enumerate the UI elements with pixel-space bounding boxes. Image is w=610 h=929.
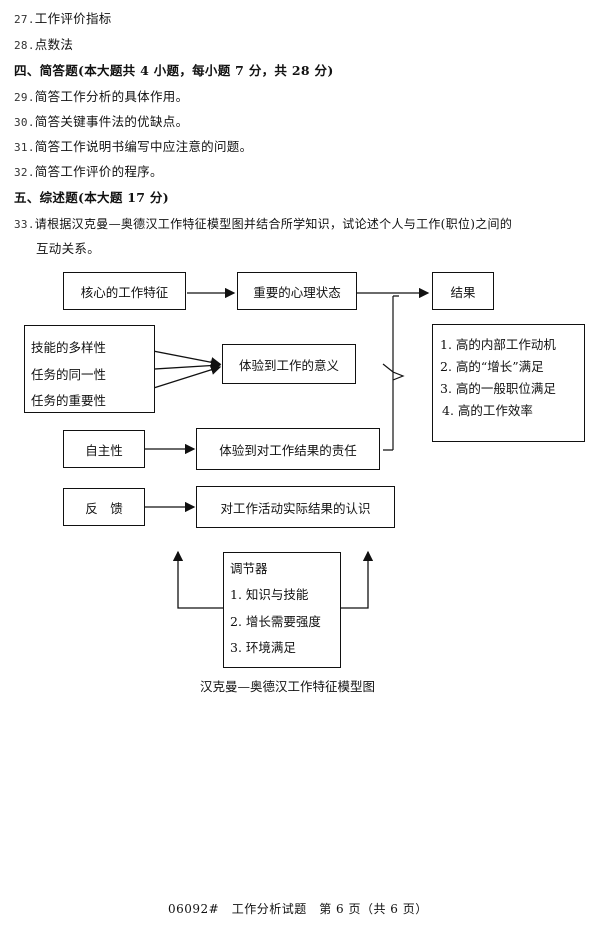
- section-5-heading: 五、综述题(本大题 17 分): [14, 190, 169, 205]
- responsibility-box: 体验到对工作结果的责任: [196, 428, 380, 470]
- results-list-box: 1. 高的内部工作动机 2. 高的“增长”满足 3. 高的一般职位满足 4. 高…: [432, 324, 585, 442]
- moderator-item-1: 1. 知识与技能: [230, 587, 309, 602]
- task-significance-label: 任务的重要性: [31, 393, 107, 408]
- diagram-caption: 汉克曼—奥德汉工作特征模型图: [200, 679, 376, 694]
- result-item-3: 3. 高的一般职位满足: [440, 381, 556, 396]
- arrow-moderator-left: [172, 550, 223, 609]
- result-item-1: 1. 高的内部工作动机: [440, 337, 556, 352]
- section-4-heading: 四、简答题(本大题共 4 小题，每小题 7 分，共 28 分): [14, 63, 334, 78]
- result-item-2: 2. 高的“增长”满足: [440, 359, 544, 374]
- brace-to-results: [382, 295, 405, 451]
- item-32: 32.简答工作评价的程序。: [14, 164, 163, 179]
- result-item-4: 4. 高的工作效率: [442, 403, 533, 418]
- feedback-box: 反 馈: [63, 488, 145, 526]
- core-features-box: 核心的工作特征: [63, 272, 186, 310]
- item-28: 28.点数法: [14, 37, 74, 52]
- arrow-moderator-right: [341, 550, 374, 609]
- item-33: 33.请根据汉克曼—奥德汉工作特征模型图并结合所学知识，试论述个人与工作(职位)…: [14, 217, 513, 231]
- results-box: 结果: [432, 272, 494, 310]
- meaningfulness-box: 体验到工作的意义: [222, 344, 356, 384]
- skill-variety-label: 技能的多样性: [31, 340, 107, 355]
- moderator-item-3: 3. 环境满足: [230, 640, 296, 655]
- moderators-title: 调节器: [230, 561, 268, 576]
- task-identity-label: 任务的同一性: [31, 367, 107, 382]
- item-30: 30.简答关键事件法的优缺点。: [14, 114, 189, 129]
- item-31: 31.简答工作说明书编写中应注意的问题。: [14, 139, 253, 154]
- moderator-item-2: 2. 增长需要强度: [230, 614, 321, 629]
- item-27: 27.工作评价指标: [14, 11, 112, 26]
- core-dimensions-box: 技能的多样性 任务的同一性 任务的重要性: [24, 325, 155, 413]
- page-footer: 06092# 工作分析试题 第 6 页（共 6 页）: [168, 902, 428, 916]
- moderators-box: 调节器 1. 知识与技能 2. 增长需要强度 3. 环境满足: [223, 552, 341, 668]
- item-33-continued: 互动关系。: [36, 241, 101, 256]
- item-29: 29.简答工作分析的具体作用。: [14, 89, 189, 104]
- psych-state-box: 重要的心理状态: [237, 272, 357, 310]
- knowledge-results-box: 对工作活动实际结果的认识: [196, 486, 395, 528]
- autonomy-box: 自主性: [63, 430, 145, 468]
